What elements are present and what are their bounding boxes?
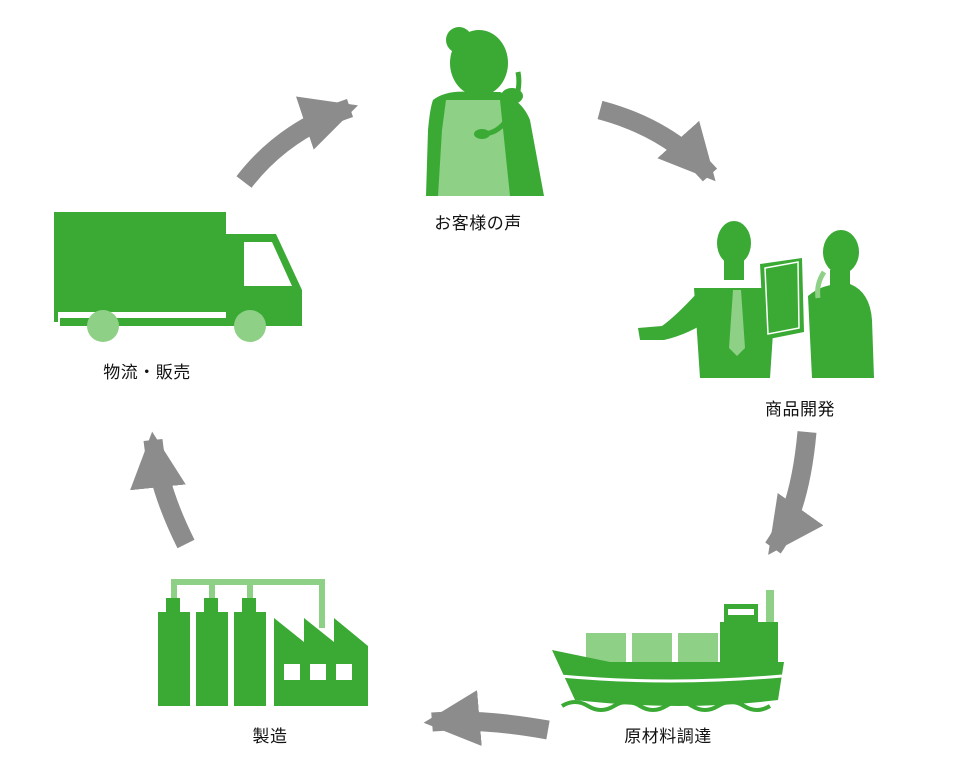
node-label-logistics: 物流・販売 [103,363,191,383]
customer-with-headset-icon [426,27,544,196]
delivery-truck-icon [54,212,302,342]
node-label-sourcing: 原材料調達 [624,727,712,747]
cargo-ship-icon [552,590,784,712]
business-people-icon [638,221,874,378]
node-label-manufacturing: 製造 [252,727,288,747]
arrow-sourcing-to-mfg [423,690,550,746]
arrow-customer-to-dev [597,100,718,182]
arrow-mfg-to-logistics [130,431,195,549]
cycle-arrows [130,96,824,746]
node-label-customer-voice: お客様の声 [434,214,522,234]
arrow-logistics-to-customer [236,96,358,188]
node-label-product-dev: 商品開発 [765,400,835,420]
factory-icon [158,579,368,706]
arrow-dev-to-sourcing [765,431,824,555]
